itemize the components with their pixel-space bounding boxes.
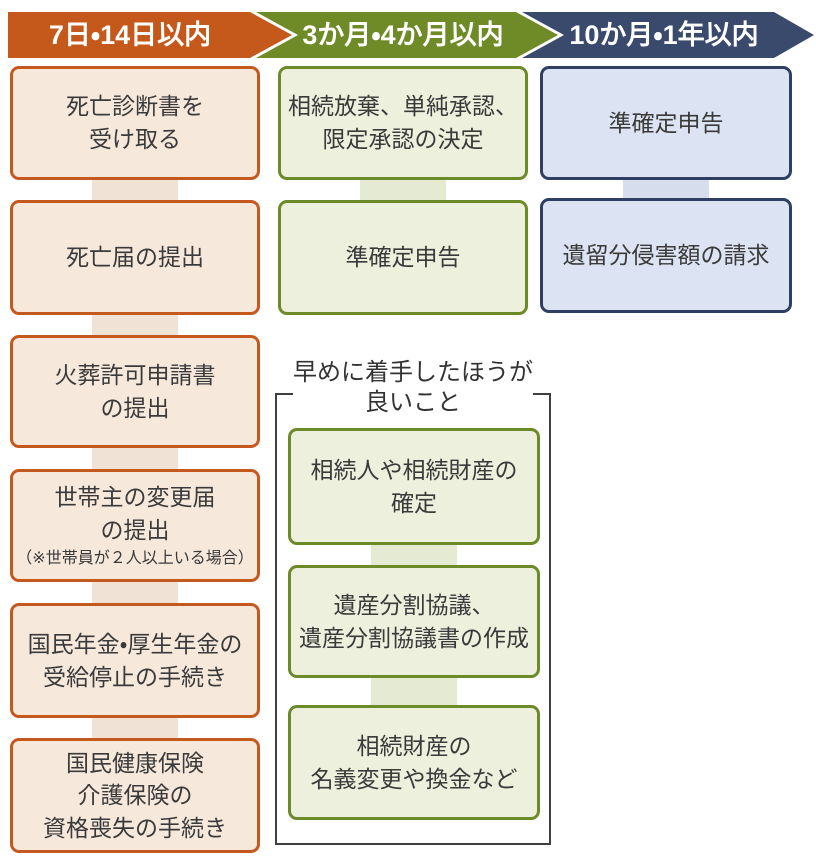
- task-box-household-head-change: 世帯主の変更届 の提出 （※世帯員が２人以上いる場合）: [10, 469, 260, 582]
- connector: [371, 545, 457, 565]
- task-box-insurance-disqualification: 国民健康保険 介護保険の 資格喪失の手続き: [10, 738, 260, 853]
- task-box-quasi-final-tax-return-col2: 準確定申告: [278, 200, 528, 315]
- timeline-step1-label: 7日・14日以内: [48, 20, 212, 50]
- task-box-cremation-permit: 火葬許可申請書 の提出: [10, 335, 260, 448]
- timeline-step2-label: 3か月・4か月以内: [302, 20, 504, 50]
- connector: [92, 582, 178, 603]
- task-box-death-notification: 死亡届の提出: [10, 200, 260, 315]
- chevron-arrow-step1: [8, 12, 292, 58]
- task-text: 死亡診断書を 受け取る: [66, 93, 204, 152]
- task-text: 相続財産の 名義変更や換金など: [310, 732, 518, 792]
- task-text: 国民年金・厚生年金の 受給停止の手続き: [27, 630, 243, 690]
- task-box-asset-name-change: 相続財産の 名義変更や換金など: [288, 705, 540, 820]
- task-box-pension-stop: 国民年金・厚生年金の 受給停止の手続き: [10, 603, 260, 718]
- task-text: 準確定申告: [608, 109, 724, 136]
- early-tasks-title: 早めに着手したほうが 良いこと: [293, 358, 533, 418]
- task-text: 死亡届の提出: [66, 244, 204, 271]
- connector: [371, 678, 457, 705]
- timeline-step3-label: 10か月・1年以内: [569, 20, 759, 50]
- task-box-quasi-final-tax-return-col3: 準確定申告: [540, 66, 792, 180]
- connector: [92, 448, 178, 469]
- task-box-legally-reserved-portion-claim: 遺留分侵害額の請求: [540, 198, 792, 313]
- connector: [92, 718, 178, 738]
- connector: [92, 180, 178, 200]
- connector: [360, 180, 446, 200]
- chevron-arrow-step2: [256, 12, 558, 58]
- task-text: 準確定申告: [345, 244, 461, 271]
- task-text: 世帯主の変更届 の提出: [54, 484, 216, 543]
- task-text: 国民健康保険 介護保険の 資格喪失の手続き: [43, 749, 227, 841]
- task-text: 遺留分侵害額の請求: [562, 242, 770, 269]
- connector: [623, 180, 709, 200]
- task-text: 遺産分割協議、 遺産分割協議書の作成: [299, 591, 529, 651]
- task-text: 火葬許可申請書 の提出: [54, 361, 216, 421]
- task-text: 相続人や相続財産の 確定: [310, 456, 518, 516]
- task-box-determine-heirs-assets: 相続人や相続財産の 確定: [288, 428, 540, 545]
- chevron-arrow-step3: [522, 12, 814, 58]
- task-note: （※世帯員が２人以上いる場合）: [16, 550, 254, 568]
- connector: [92, 315, 178, 335]
- task-box-inheritance-acceptance-decision: 相続放棄、単純承認、 限定承認の決定: [278, 66, 528, 180]
- timeline-header-arrows: [8, 12, 814, 58]
- task-box-death-certificate: 死亡診断書を 受け取る: [10, 66, 260, 180]
- task-box-estate-division-agreement: 遺産分割協議、 遺産分割協議書の作成: [288, 565, 540, 678]
- task-text: 相続放棄、単純承認、 限定承認の決定: [288, 93, 518, 152]
